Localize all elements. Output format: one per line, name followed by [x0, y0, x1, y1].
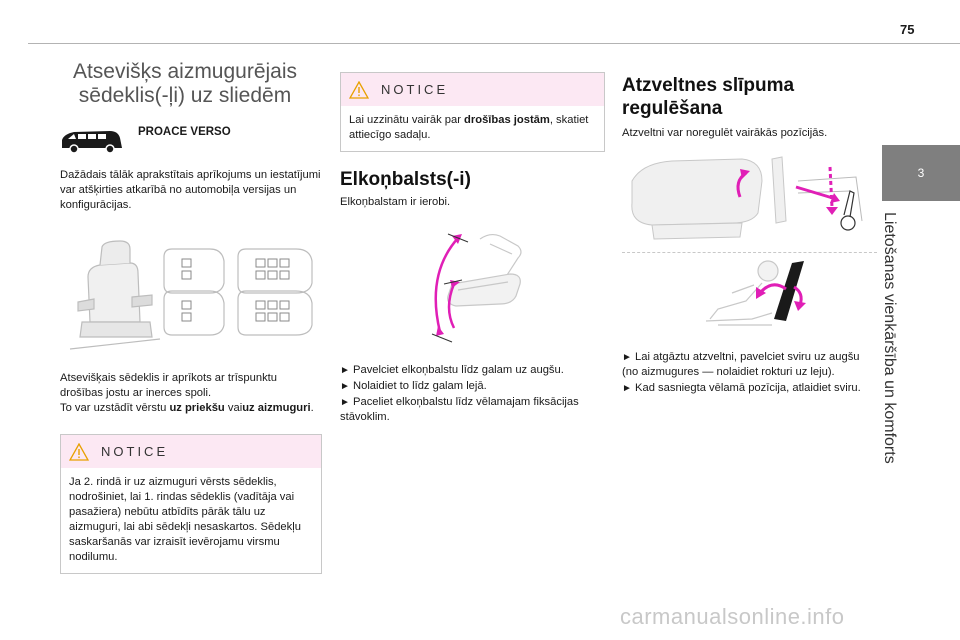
- backrest-step-2: ► Kad sasniegta vēlamā pozīcija, atlaidi…: [622, 381, 877, 396]
- seat-description-mid: vai: [224, 402, 243, 414]
- header-divider: [28, 43, 960, 44]
- column-armrest: NOTICE Lai uzzinātu vairāk par drošības …: [340, 72, 605, 426]
- armrest-steps: ► Pavelciet elkoņbalstu līdz galam uz au…: [340, 363, 605, 425]
- warning-icon: [69, 442, 89, 461]
- chapter-title-text: Lietošanas vienkāršība un komforts: [881, 212, 898, 464]
- watermark: carmanualsonline.info: [620, 604, 845, 629]
- step-marker-icon: ►: [340, 397, 350, 408]
- chapter-tab[interactable]: 3: [882, 145, 960, 201]
- armrest-step-2-text: Nolaidiet to līdz galam lejā.: [353, 380, 487, 392]
- section-title-rear-seat: Atsevišķs aizmugurējais sēdeklis(-ļi) uz…: [72, 60, 298, 107]
- warning-icon: [349, 80, 369, 99]
- seat-layout-illustration: [69, 240, 313, 350]
- armrest-step-1-text: Pavelciet elkoņbalstu līdz galam uz augš…: [353, 364, 564, 376]
- backrest-step-1: ► Lai atgāztu atzveltni, pavelciet sviru…: [622, 350, 877, 380]
- seat-description-prefix: To var uzstādīt vērstu: [60, 402, 170, 414]
- seat-description: Atsevišķais sēdeklis ir aprīkots ar trīs…: [60, 371, 322, 416]
- notice-header: NOTICE: [341, 73, 604, 106]
- section-title-backrest: Atzveltnes slīpuma regulēšana: [622, 75, 795, 119]
- intro-text: Dažādais tālāk aprakstītais aprīkojums u…: [60, 169, 321, 211]
- seatbelts-link: drošības jostām: [464, 114, 550, 126]
- seat-direction-backward: uz aizmuguri: [242, 402, 311, 414]
- backrest-step-1-text: Lai atgāztu atzveltni, pavelciet sviru u…: [622, 351, 860, 378]
- notice-header: NOTICE: [61, 435, 321, 468]
- armrest-step-2: ► Nolaidiet to līdz galam lejā.: [340, 379, 605, 394]
- notice-title: NOTICE: [101, 444, 169, 459]
- seat-description-end: .: [310, 402, 314, 414]
- step-marker-icon: ►: [622, 352, 632, 363]
- notice-title: NOTICE: [381, 82, 449, 97]
- step-marker-icon: ►: [622, 383, 632, 394]
- van-icon: [62, 131, 122, 154]
- notice-text-suffix: , skatiet attiecīgo sadaļu.: [349, 114, 589, 141]
- recline-person-illustration: [705, 260, 806, 326]
- notice-box-seat-contact: NOTICE Ja 2. rindā ir uz aizmuguri vērst…: [60, 434, 322, 574]
- armrest-illustration: [431, 233, 522, 343]
- column-backrest: Atzveltnes slīpuma regulēšana Atzveltni …: [622, 74, 877, 397]
- model-row: PROACE VERSO: [60, 126, 322, 154]
- dashed-divider: [622, 252, 877, 253]
- armrest-step-1: ► Pavelciet elkoņbalstu līdz galam uz au…: [340, 363, 605, 378]
- model-label: PROACE VERSO: [138, 126, 231, 138]
- notice-text-prefix: Lai uzzinātu vairāk par: [349, 114, 465, 126]
- backrest-step-2-text: Kad sasniegta vēlamā pozīcija, atlaidiet…: [635, 382, 861, 394]
- step-marker-icon: ►: [340, 365, 350, 376]
- armrest-step-3-text: Paceliet elkoņbalstu līdz vēlamajam fiks…: [340, 396, 579, 423]
- section-title-armrest: Elkoņbalsts(-i): [340, 169, 471, 190]
- armrest-step-3: ► Paceliet elkoņbalstu līdz vēlamajam fi…: [340, 395, 605, 425]
- step-marker-icon: ►: [340, 381, 350, 392]
- notice-box-seatbelts: NOTICE Lai uzzinātu vairāk par drošības …: [340, 72, 605, 152]
- notice-text: Ja 2. rindā ir uz aizmuguri vērsts sēdek…: [69, 476, 301, 563]
- backrest-intro: Atzveltni var noregulēt vairākās pozīcij…: [622, 127, 828, 139]
- notice-text: Lai uzzinātu vairāk par drošības jostām,…: [349, 113, 596, 143]
- seat-direction-forward: uz priekšu: [169, 402, 225, 414]
- backrest-lever-illustration: [631, 156, 863, 240]
- seat-description-line1: Atsevišķais sēdeklis ir aprīkots ar trīs…: [60, 372, 277, 399]
- column-rear-seat: Atsevišķs aizmugurējais sēdeklis(-ļi) uz…: [60, 60, 322, 574]
- backrest-steps: ► Lai atgāztu atzveltni, pavelciet sviru…: [622, 350, 877, 396]
- page-number: 75: [900, 22, 915, 37]
- armrest-intro: Elkoņbalstam ir ierobi.: [340, 196, 451, 208]
